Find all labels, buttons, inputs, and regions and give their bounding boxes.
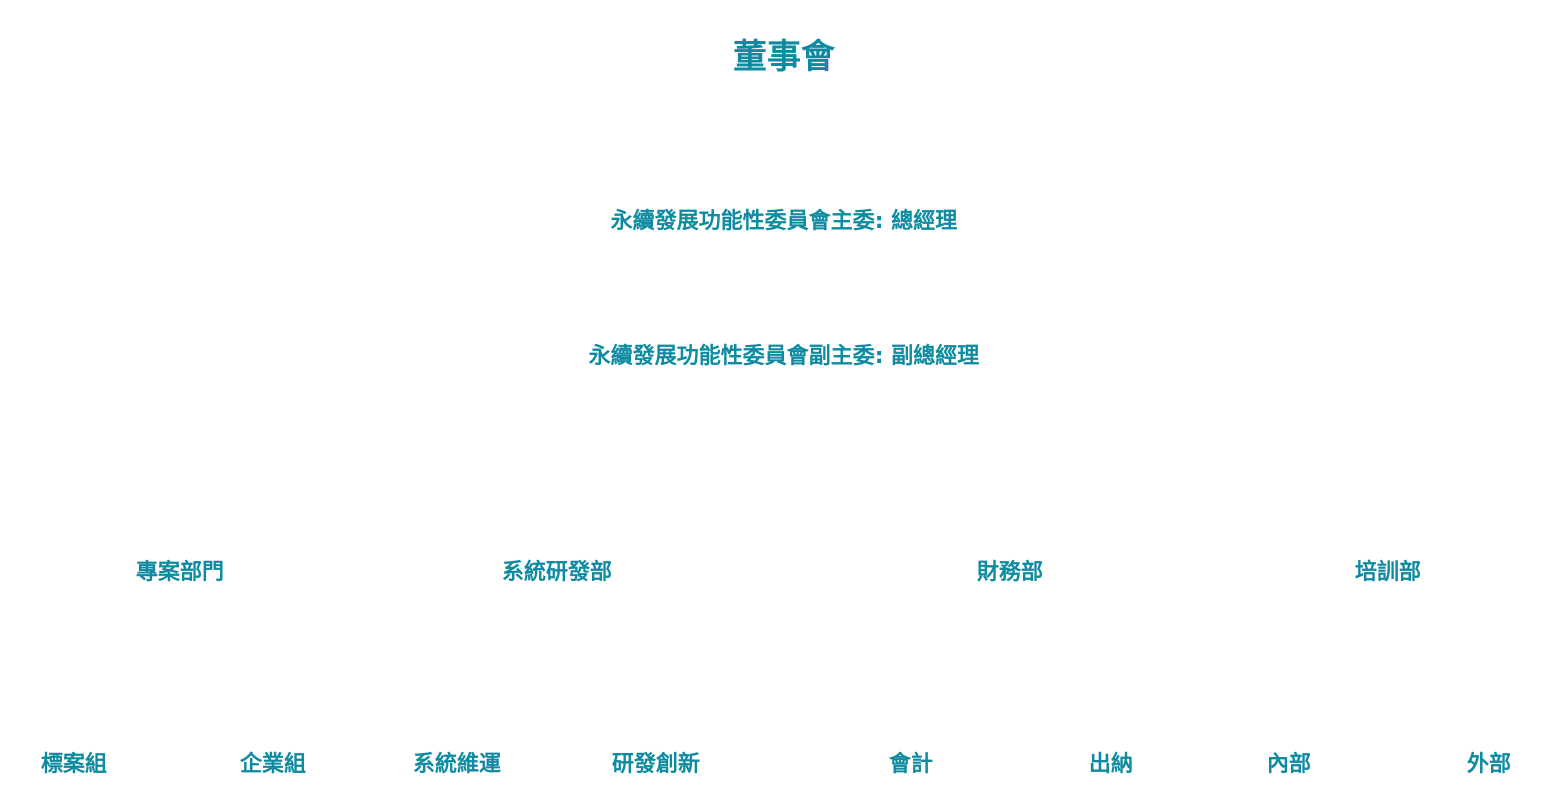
node-committee-chair: 永續發展功能性委員會主委: 總經理 <box>610 209 958 234</box>
node-team-system-ops: 系統維運 <box>412 752 502 777</box>
node-committee-vice-chair: 永續發展功能性委員會副主委: 副總經理 <box>588 344 980 369</box>
node-board: 董事會 <box>733 37 835 77</box>
node-department-training: 培訓部 <box>1354 560 1422 585</box>
node-department-finance: 財務部 <box>976 560 1044 585</box>
node-team-rd-innovation: 研發創新 <box>611 752 701 777</box>
node-team-external: 外部 <box>1466 752 1512 777</box>
node-team-accounting: 會計 <box>888 752 934 777</box>
node-team-enterprise: 企業組 <box>239 752 307 777</box>
node-team-tender: 標案組 <box>40 752 108 777</box>
node-department-system-rd: 系統研發部 <box>501 560 613 585</box>
node-team-internal: 內部 <box>1266 752 1312 777</box>
node-department-projects: 專案部門 <box>135 560 225 585</box>
node-team-cashier: 出納 <box>1088 752 1134 777</box>
